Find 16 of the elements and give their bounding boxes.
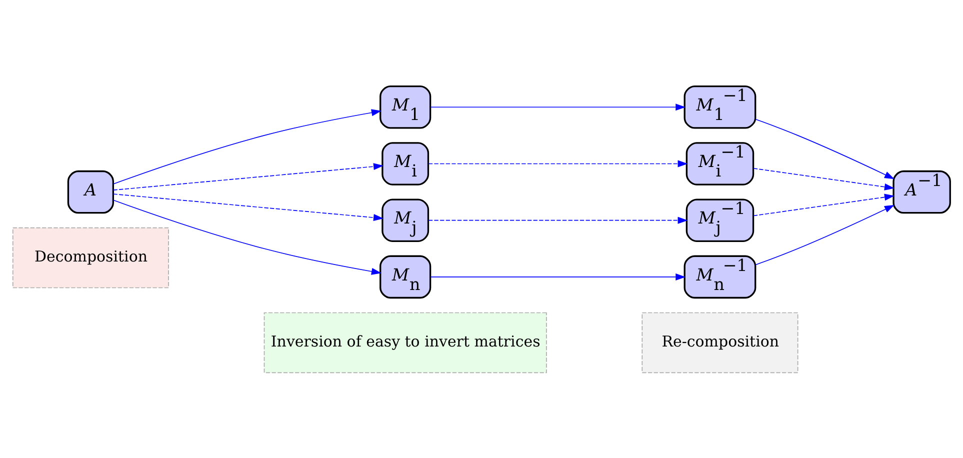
node-box: Decomposition (12, 226, 169, 288)
arrow (112, 162, 384, 190)
arrow (428, 160, 688, 167)
arrow (753, 167, 894, 190)
node-box: Re-composition (642, 312, 798, 373)
arrow (112, 193, 384, 221)
arrow (112, 199, 382, 274)
arrow (753, 193, 894, 216)
arrow (428, 216, 688, 224)
arrow (755, 204, 895, 265)
arrow (430, 103, 686, 110)
node-box: A (67, 170, 114, 214)
arrow (112, 108, 382, 184)
arrow (755, 118, 895, 179)
arrow (430, 272, 686, 280)
node-box: Inversion of easy to invert matrices (264, 312, 547, 373)
